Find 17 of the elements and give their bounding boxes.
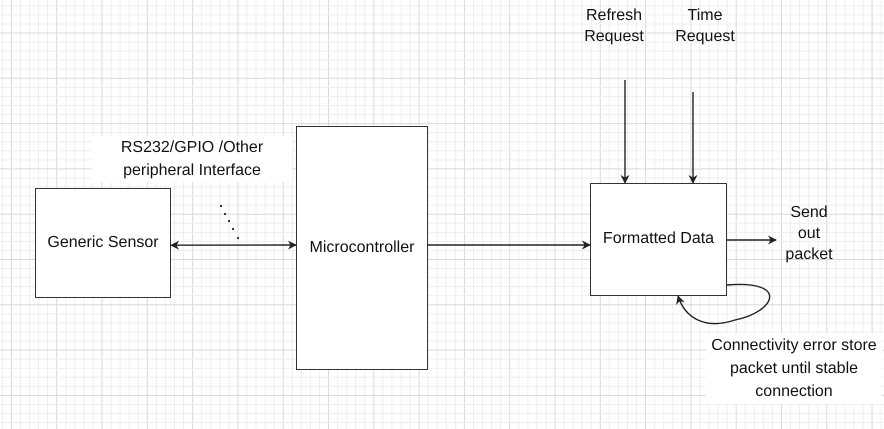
arrow bbox=[428, 240, 591, 250]
box-label: Microcontroller bbox=[308, 238, 416, 258]
microcontroller-box bbox=[296, 126, 428, 370]
process-box bbox=[590, 183, 727, 296]
input-text: Refresh Request bbox=[583, 6, 645, 47]
box-label: Formatted Data bbox=[602, 229, 716, 250]
arrow bbox=[676, 284, 770, 324]
arrow bbox=[688, 92, 698, 184]
arrow bbox=[727, 236, 777, 244]
input-text: Time Request bbox=[674, 6, 736, 47]
arrow bbox=[620, 80, 630, 184]
arrow bbox=[170, 240, 297, 250]
edge-label: Connectivity error store packet until stable connection bbox=[706, 334, 882, 404]
sensor-box bbox=[35, 188, 171, 298]
edge-label: RS232/GPIO /Other peripheral Interface bbox=[92, 136, 292, 182]
box-label: Generic Sensor bbox=[46, 232, 160, 253]
output-text: Send out packet bbox=[784, 203, 834, 265]
